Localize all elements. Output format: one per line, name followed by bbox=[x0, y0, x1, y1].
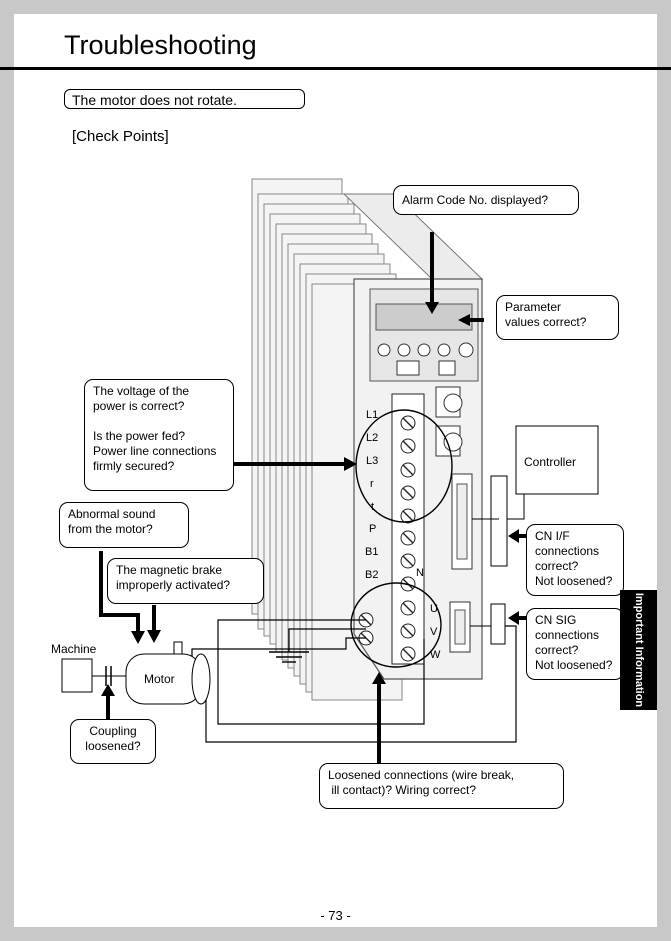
check-points-heading: [Check Points] bbox=[72, 128, 169, 145]
callout-line: correct? bbox=[535, 559, 579, 573]
title-divider bbox=[0, 67, 671, 70]
callout-alarm-code: Alarm Code No. displayed? bbox=[393, 185, 579, 215]
callout-line: The voltage of the bbox=[93, 384, 190, 398]
callout-coupling: Coupling loosened? bbox=[70, 719, 156, 764]
callout-line: connections bbox=[535, 544, 600, 558]
callout-abnormal-sound: Abnormal sound from the motor? bbox=[59, 502, 189, 548]
callout-parameter: Parameter values correct? bbox=[496, 295, 619, 340]
callout-line: Coupling bbox=[89, 724, 137, 738]
callout-cn-if: CN I/F connections correct? Not loosened… bbox=[526, 524, 624, 596]
callout-line: Not loosened? bbox=[535, 574, 613, 588]
callout-magnetic-brake: The magnetic brake improperly activated? bbox=[107, 558, 264, 604]
terminal-label-n: N bbox=[416, 567, 424, 579]
page-title: Troubleshooting bbox=[64, 30, 257, 60]
terminal-label-u: U bbox=[430, 603, 438, 615]
page-number: - 73 - bbox=[320, 908, 351, 923]
callout-line: power is correct? bbox=[93, 399, 185, 413]
callout-line: Is the power fed? bbox=[93, 429, 186, 443]
terminal-label-b2: B2 bbox=[365, 569, 379, 581]
manual-page: Troubleshooting The motor does not rotat… bbox=[0, 14, 671, 927]
callout-line: CN SIG bbox=[535, 613, 577, 627]
section-tab[interactable]: Important Information bbox=[620, 590, 657, 710]
callout-line: loosened? bbox=[85, 739, 141, 753]
callout-line: Parameter bbox=[505, 300, 562, 314]
callout-alarm-text: Alarm Code No. displayed? bbox=[402, 193, 549, 207]
terminal-label-l1: L1 bbox=[366, 409, 379, 421]
callout-line: values correct? bbox=[505, 315, 587, 329]
terminal-label-b1: B1 bbox=[365, 546, 379, 558]
callout-line: connections bbox=[535, 628, 600, 642]
callout-line: Loosened connections (wire break, bbox=[328, 768, 515, 782]
callout-line: The magnetic brake bbox=[116, 563, 223, 577]
motor-label: Motor bbox=[144, 672, 175, 686]
callout-line: ill contact)? Wiring correct? bbox=[328, 783, 477, 797]
callout-line: from the motor? bbox=[68, 522, 153, 536]
terminal-label-w: W bbox=[430, 649, 441, 661]
terminal-label-v: V bbox=[430, 626, 438, 638]
callout-line: correct? bbox=[535, 643, 579, 657]
terminal-label-t: t bbox=[371, 501, 375, 513]
callout-line: Abnormal sound bbox=[68, 507, 156, 521]
callout-power-voltage: The voltage of the power is correct? Is … bbox=[84, 379, 234, 491]
section-tab-label: Important Information bbox=[632, 592, 645, 708]
callout-line: Not loosened? bbox=[535, 658, 613, 672]
symptom-box: The motor does not rotate. bbox=[64, 89, 305, 109]
machine-label: Machine bbox=[51, 642, 97, 656]
callout-line: CN I/F bbox=[535, 529, 570, 543]
servo-amplifier-diagram bbox=[61, 178, 599, 764]
callout-cn-sig: CN SIG connections correct? Not loosened… bbox=[526, 608, 624, 680]
callout-line: Power line connections bbox=[93, 444, 217, 458]
callout-loosened-connections: Loosened connections (wire break, ill co… bbox=[319, 763, 564, 809]
callout-line bbox=[93, 414, 225, 429]
callout-line: firmly secured? bbox=[93, 459, 175, 473]
terminal-label-r: r bbox=[370, 478, 374, 490]
terminal-label-l3: L3 bbox=[366, 455, 379, 467]
terminal-label-l2: L2 bbox=[366, 432, 379, 444]
callout-line: improperly activated? bbox=[116, 578, 231, 592]
terminal-label-p: P bbox=[369, 523, 377, 535]
controller-label: Controller bbox=[524, 455, 577, 469]
